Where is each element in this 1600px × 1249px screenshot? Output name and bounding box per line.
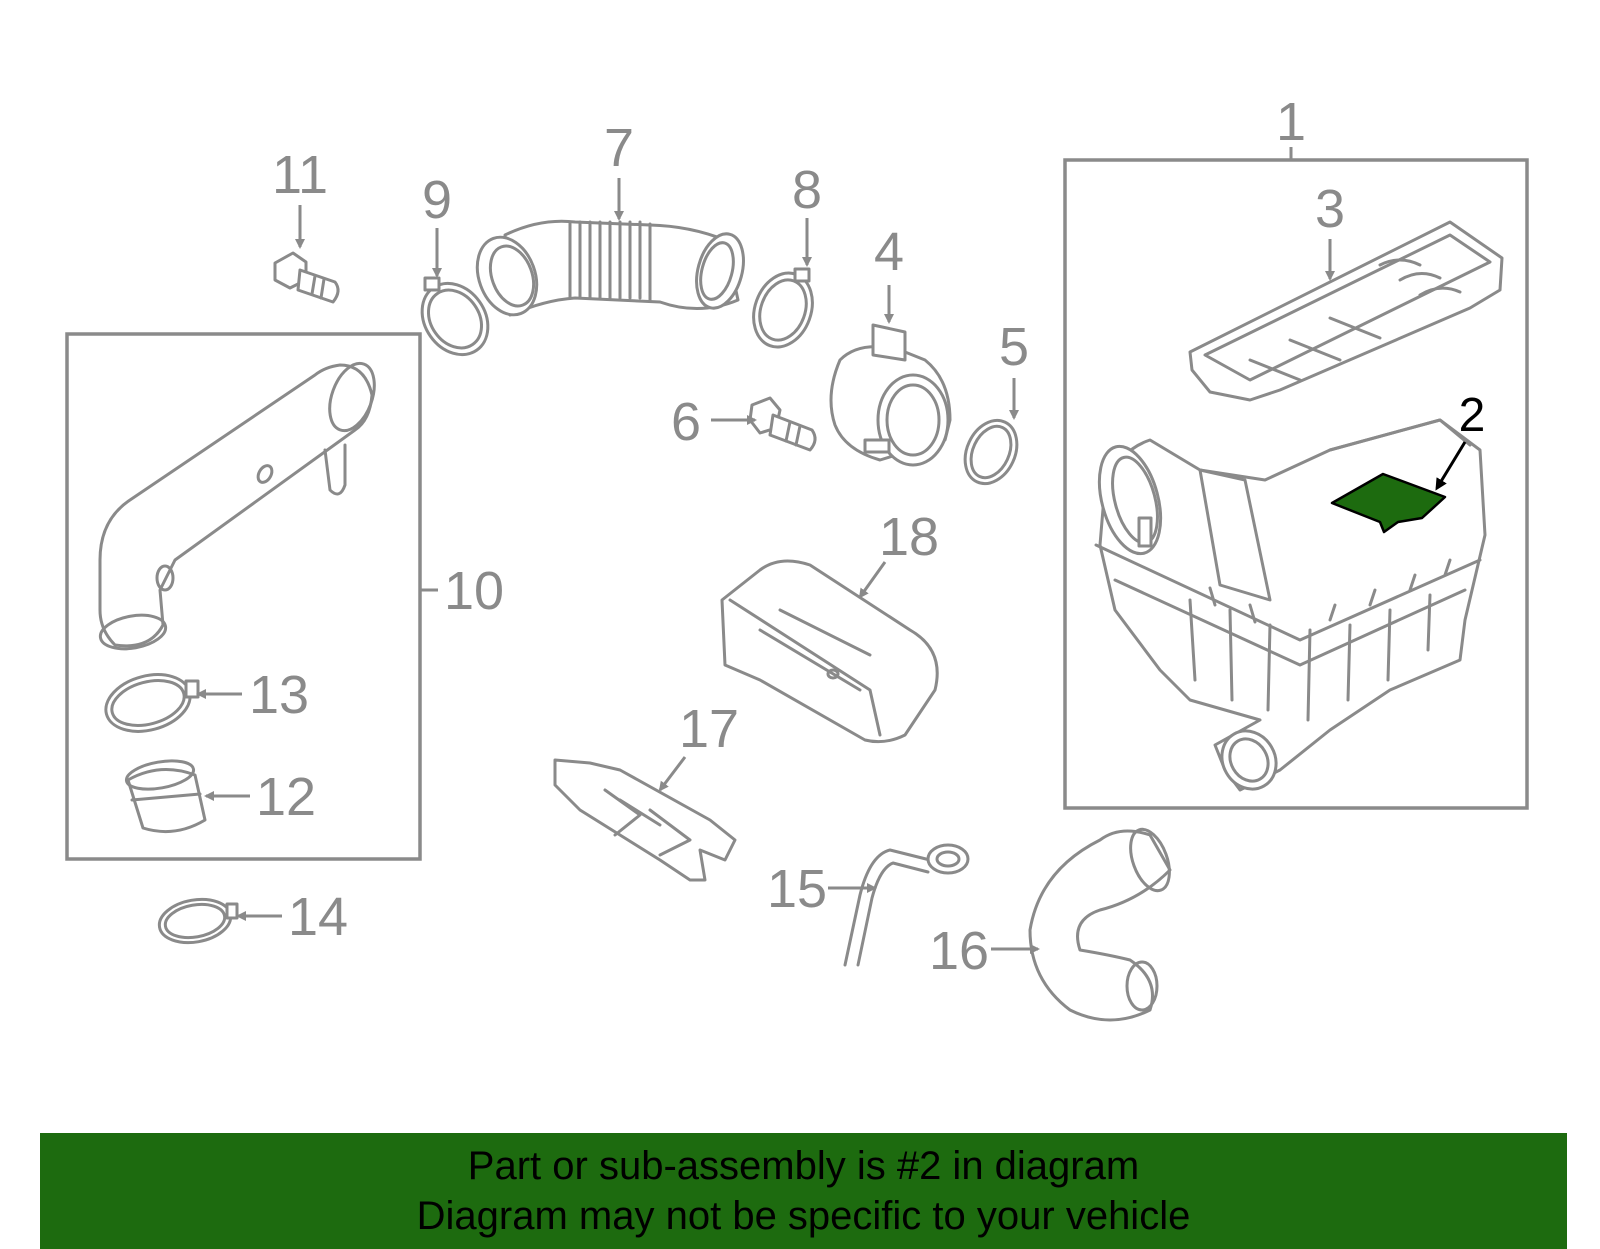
callout-1: 1 — [1276, 92, 1306, 152]
part-12-coupler[interactable] — [124, 756, 207, 834]
part-2-air-filter-highlighted[interactable] — [1330, 472, 1447, 534]
part-4-maf-sensor[interactable] — [829, 323, 952, 467]
callout-4: 4 — [874, 222, 904, 282]
callout-2: 2 — [1459, 389, 1486, 442]
callout-15: 15 — [767, 859, 827, 919]
callout-10: 10 — [444, 561, 504, 621]
callout-3: 3 — [1315, 179, 1345, 239]
banner-line-1: Part or sub-assembly is #2 in diagram — [467, 1144, 1140, 1188]
assembly-box-10 — [65, 332, 422, 861]
part-14-clamp[interactable] — [156, 894, 239, 948]
callout-17: 17 — [679, 699, 739, 759]
part-18-air-scoop[interactable] — [720, 559, 939, 744]
part-13-clamp[interactable] — [99, 666, 200, 740]
callout-8: 8 — [792, 160, 822, 220]
callout-9: 9 — [422, 170, 452, 230]
callout-18: 18 — [879, 507, 939, 567]
part-1-air-cleaner-housing[interactable] — [1089, 418, 1487, 799]
leader-part-2 — [1435, 441, 1467, 491]
banner-line-2: Diagram may not be specific to your vehi… — [416, 1194, 1191, 1238]
assembly-box-1 — [1063, 158, 1529, 810]
part-7-intake-duct[interactable] — [467, 219, 751, 323]
part-9-clamp[interactable] — [409, 271, 502, 368]
callout-11: 11 — [272, 145, 328, 205]
part-5-o-ring[interactable] — [955, 412, 1026, 492]
callout-13: 13 — [249, 665, 309, 725]
callout-6: 6 — [671, 392, 701, 452]
callout-12: 12 — [256, 767, 316, 827]
info-banner: Part or sub-assembly is #2 in diagram Di… — [40, 1133, 1567, 1249]
part-8-clamp[interactable] — [744, 265, 823, 356]
part-17-bracket[interactable] — [553, 758, 737, 882]
part-15-hose[interactable] — [843, 843, 970, 967]
part-3-cleaner-cover[interactable] — [1188, 220, 1504, 402]
part-10-intake-pipe[interactable] — [98, 357, 383, 653]
part-11-bolt[interactable] — [273, 251, 340, 304]
part-6-bolt[interactable] — [748, 396, 817, 452]
callout-16: 16 — [929, 921, 989, 981]
callout-5: 5 — [999, 317, 1029, 377]
callout-14: 14 — [288, 887, 348, 947]
callout-7: 7 — [604, 118, 634, 178]
part-16-duct[interactable] — [1028, 824, 1177, 1022]
